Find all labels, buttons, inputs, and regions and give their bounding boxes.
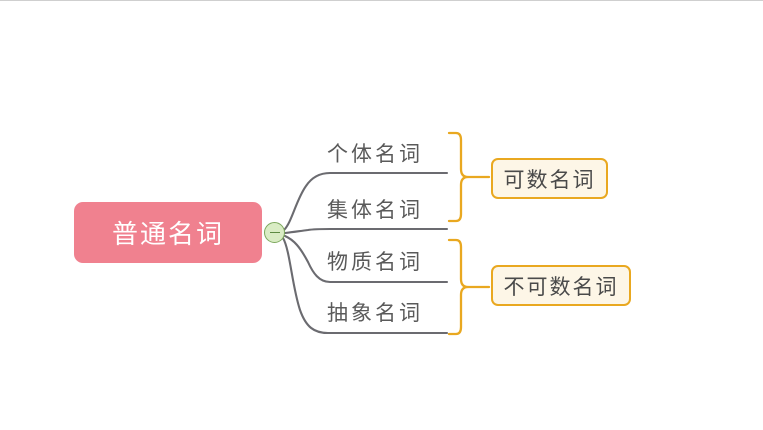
edge-to-branch-3 — [283, 234, 449, 284]
minus-glyph — [269, 231, 280, 234]
branch-label-4[interactable]: 抽象名词 — [327, 301, 423, 325]
group-box-countable[interactable]: 可数名词 — [491, 158, 608, 199]
group-box-uncountable-label: 不可数名词 — [503, 274, 619, 299]
root-node-label: 普通名词 — [111, 220, 224, 249]
edge-to-branch-2 — [283, 227, 449, 235]
bracket-group-1 — [447, 131, 470, 223]
collapse-minus-icon[interactable] — [264, 222, 285, 243]
edge-to-branch-1 — [282, 171, 449, 232]
bracket-group-2 — [447, 238, 470, 336]
branch-label-2[interactable]: 集体名词 — [327, 198, 423, 222]
group-box-uncountable[interactable]: 不可数名词 — [491, 265, 631, 306]
branch-label-3[interactable]: 物质名词 — [327, 250, 423, 274]
root-node[interactable]: 普通名词 — [74, 202, 262, 263]
top-divider-rule — [0, 0, 763, 1]
branch-label-1[interactable]: 个体名词 — [327, 142, 423, 166]
edge-to-branch-4 — [281, 236, 449, 335]
group-box-countable-label: 可数名词 — [503, 167, 596, 192]
